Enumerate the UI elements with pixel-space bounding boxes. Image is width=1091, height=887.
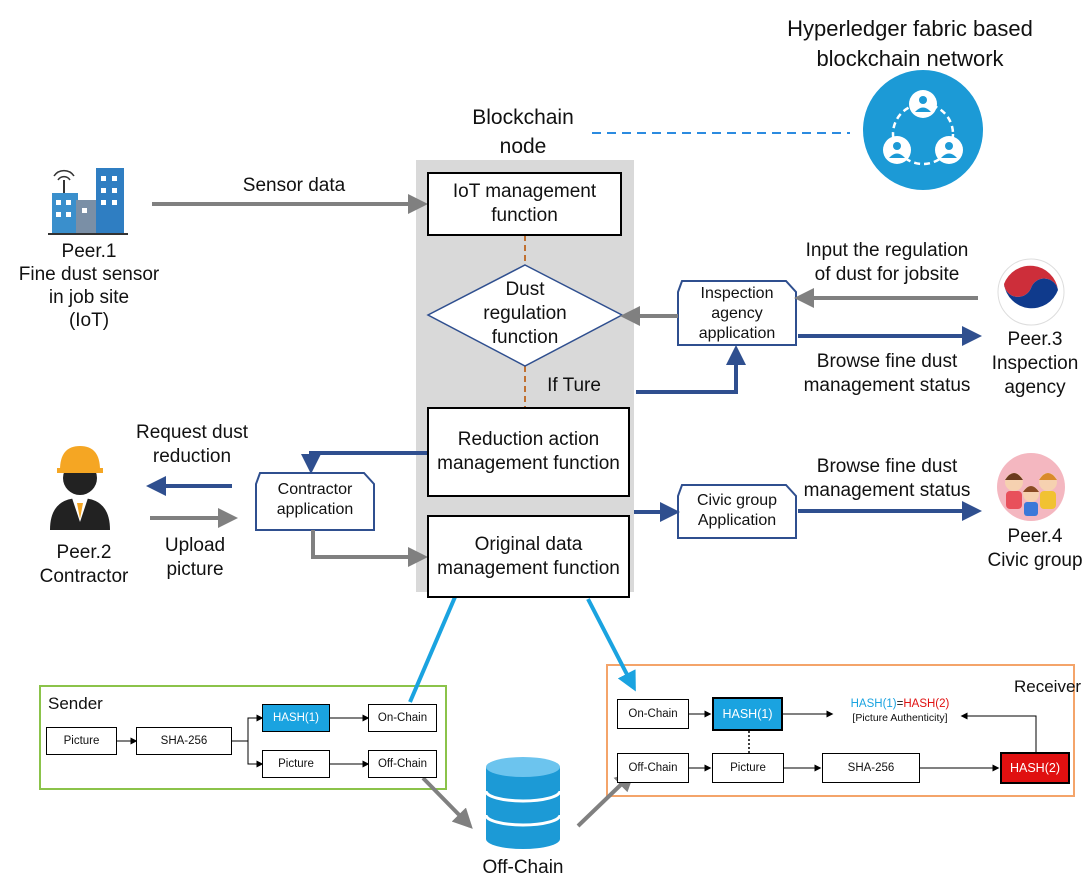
inspection-app-line1: Inspection (700, 285, 774, 302)
offchain-storage-label: Off-Chain (482, 857, 564, 878)
picture-authenticity-label: [Picture Authenticity] (852, 712, 948, 724)
upload-picture-line2: picture (166, 559, 224, 580)
arrow-contractor-to-original (311, 530, 428, 567)
network-title: Hyperledger fabric based blockchain netw… (787, 14, 1033, 74)
input-regulation-label: Input the regulation of dust for jobsite (806, 239, 969, 287)
browse-peer4-line1: Browse fine dust (816, 456, 958, 477)
contractor-icon (50, 446, 110, 530)
taegeuk-icon (997, 258, 1065, 326)
hash-compare-line: HASH(1)=HASH(2) (851, 697, 950, 711)
peer2-line1: Peer.2 (56, 542, 112, 563)
database-icon (484, 757, 562, 849)
browse-status-peer3-label: Browse fine dust management status (804, 350, 971, 398)
contractor-app: Contractor application (277, 480, 354, 520)
peer1-line1: Peer.1 (61, 241, 117, 262)
contractor-app-shape (255, 472, 375, 531)
receiver-sha256-box: SHA-256 (822, 753, 920, 783)
peer1-line4: (IoT) (68, 310, 110, 331)
sender-picture-box: Picture (46, 727, 117, 755)
request-reduction-label: Request dust reduction (136, 421, 248, 469)
original-data-label: Original data management function (437, 533, 620, 579)
reduction-action-function: Reduction action management function (427, 407, 630, 497)
peer2-label: Peer.2 Contractor (40, 541, 129, 589)
peer2-line2: Contractor (39, 566, 129, 587)
hash-compare-label: HASH(1)=HASH(2) [Picture Authenticity] (851, 697, 950, 725)
peer3-label: Peer.3 Inspection agency (992, 328, 1079, 400)
receiver-hash2-box: HASH(2) (1000, 752, 1070, 784)
sender-sha256-box: SHA-256 (136, 727, 232, 755)
compare-hash1: HASH(1) (850, 698, 897, 710)
sender-picture2-box: Picture (262, 750, 330, 778)
civic-app-line2: Application (697, 512, 777, 529)
original-data-function: Original data management function (427, 515, 630, 598)
sensor-data-label: Sensor data (242, 175, 346, 196)
receiver-title: Receiver (1014, 677, 1082, 696)
inspection-app-line2: agency (711, 305, 763, 322)
peer4-label: Peer.4 Civic group (987, 525, 1082, 573)
sender-title: Sender (48, 694, 103, 713)
compare-hash2: HASH(2) (903, 698, 950, 710)
node-title: Blockchain node (472, 103, 574, 161)
peer3-line2: Inspection (991, 353, 1079, 374)
arrow-reduction-to-contractor (301, 451, 428, 474)
inspection-app: Inspection agency application (699, 284, 776, 344)
peer1-line2: Fine dust sensor (18, 264, 160, 285)
contractor-app-line1: Contractor (277, 481, 353, 498)
receiver-onchain-box: On-Chain (617, 699, 689, 729)
if-true-label: If Ture (547, 375, 601, 396)
building-sensor-icon (48, 168, 128, 235)
civic-app: Civic group Application (697, 491, 777, 531)
inspection-app-shape (677, 280, 797, 346)
reduction-action-label: Reduction action management function (437, 429, 620, 474)
sender-arrow-3 (247, 741, 264, 768)
sender-hash-box: HASH(1) (262, 704, 330, 732)
compare-equals: = (896, 698, 904, 710)
node-title-line1: Blockchain (472, 106, 574, 129)
peer3-line1: Peer.3 (1007, 329, 1063, 350)
upload-picture-line1: Upload (164, 535, 226, 556)
receiver-arrow-6 (960, 712, 1037, 752)
dust-regulation-line2: regulation (483, 303, 567, 324)
browse-status-peer4-label: Browse fine dust management status (804, 455, 971, 503)
request-reduction-line2: reduction (152, 446, 232, 467)
dust-regulation-line3: function (491, 327, 559, 348)
input-regulation-line2: of dust for jobsite (814, 264, 960, 285)
receiver-offchain-box: Off-Chain (617, 753, 689, 783)
dust-regulation-label: Dust regulation function (483, 278, 566, 350)
input-regulation-line1: Input the regulation (805, 240, 969, 261)
sender-onchain-box: On-Chain (368, 704, 437, 732)
arrow-offchain-to-db (421, 776, 473, 829)
browse-peer4-line2: management status (803, 480, 971, 501)
civic-app-line1: Civic group (696, 492, 778, 509)
dust-regulation-line1: Dust (505, 279, 545, 300)
peer1-label: Peer.1 Fine dust sensor in job site (IoT… (19, 240, 159, 332)
peer4-line1: Peer.4 (1007, 526, 1063, 547)
inspection-app-line3: application (698, 325, 776, 342)
peer1-line3: in job site (48, 287, 130, 308)
browse-peer3-line2: management status (803, 375, 971, 396)
browse-peer3-line1: Browse fine dust (816, 351, 958, 372)
node-title-line2: node (499, 135, 547, 158)
civic-app-shape (677, 484, 797, 539)
iot-management-label: IoT management function (452, 181, 597, 226)
request-reduction-line1: Request dust (136, 422, 248, 443)
peer4-line2: Civic group (987, 550, 1083, 571)
receiver-picture-box: Picture (712, 753, 784, 783)
arrow-if-true (636, 345, 746, 394)
network-icon (863, 70, 983, 190)
dust-regulation-diamond (426, 264, 624, 367)
sender-arrow-2 (232, 714, 264, 742)
receiver-hash1-box: HASH(1) (712, 697, 783, 731)
peer3-line3: agency (1004, 377, 1066, 398)
sender-offchain-box: Off-Chain (368, 750, 437, 778)
network-title-line2: blockchain network (816, 46, 1004, 71)
arrow-original-to-receiver (586, 598, 636, 692)
civic-group-icon (997, 453, 1065, 521)
iot-management-function: IoT management function (427, 172, 622, 236)
network-title-line1: Hyperledger fabric based (787, 16, 1033, 41)
upload-picture-label: Upload picture (165, 534, 225, 582)
contractor-app-line2: application (276, 501, 354, 518)
